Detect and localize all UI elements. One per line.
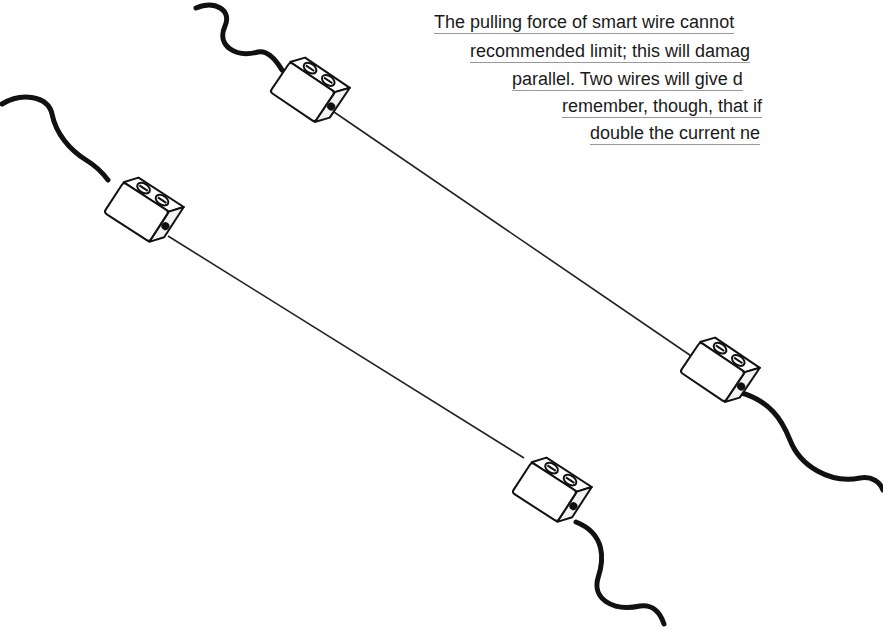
smart-wire bbox=[168, 236, 524, 458]
terminal-block bbox=[104, 172, 184, 247]
note-text: parallel. Two wires will give d bbox=[512, 69, 743, 91]
terminal-block bbox=[680, 332, 760, 408]
lead-cable bbox=[2, 97, 108, 180]
terminal-block bbox=[512, 452, 592, 527]
note-text: recommended limit; this will damag bbox=[470, 41, 750, 63]
note-text: The pulling force of smart wire cannot bbox=[434, 12, 734, 34]
note-text: double the current ne bbox=[590, 123, 760, 145]
lead-cable bbox=[576, 522, 664, 624]
smart-wire bbox=[334, 112, 700, 362]
lead-cable bbox=[738, 392, 883, 490]
note-text: remember, though, that if bbox=[562, 96, 762, 118]
lead-cable bbox=[196, 5, 282, 70]
terminal-block bbox=[270, 52, 350, 128]
